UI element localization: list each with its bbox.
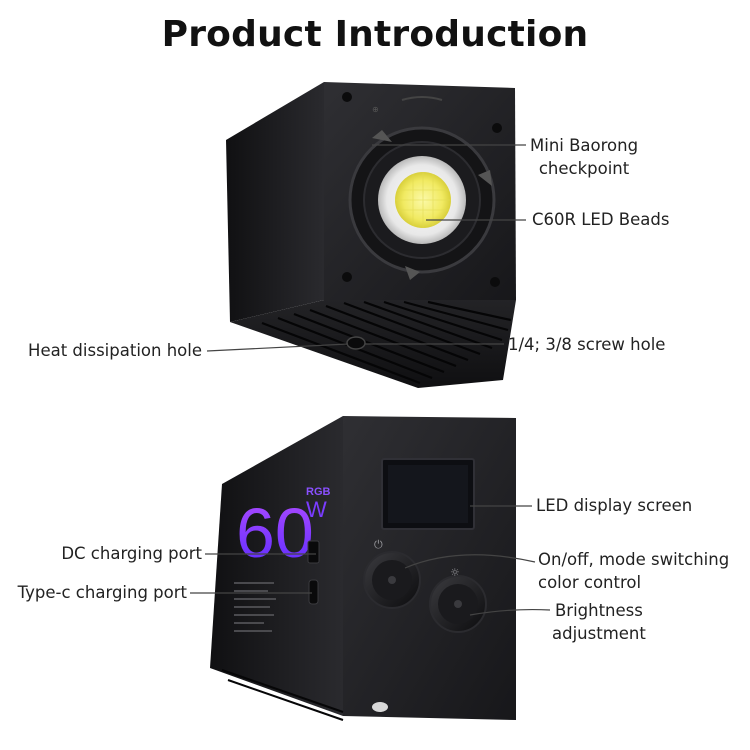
brightness-knob[interactable] xyxy=(429,575,487,633)
heat-dissipation-vents xyxy=(261,300,512,385)
sun-icon: ☼ xyxy=(450,566,460,579)
typec-charging-port[interactable] xyxy=(308,579,319,605)
dc-charging-port[interactable] xyxy=(307,540,320,564)
callout-led-beads: C60R LED Beads xyxy=(532,210,670,229)
top-light-unit: ⊕ xyxy=(226,82,516,388)
callout-typec-port: Type-c charging port xyxy=(17,583,187,602)
callout-mini-baorong-checkpoint: Mini Baorong checkpoint xyxy=(530,134,638,180)
screw-hole xyxy=(346,336,366,350)
svg-text:⊕: ⊕ xyxy=(372,105,379,114)
callout-onoff-mode: On/off, mode switching color control xyxy=(538,548,729,594)
mount-tab xyxy=(478,170,492,186)
callout-mount-line-1: Mini Baorong xyxy=(530,136,639,155)
rgb-badge: RGB xyxy=(306,486,331,498)
page-title: Product Introduction xyxy=(161,14,589,55)
mount-tab xyxy=(405,266,420,280)
top-callout-lines xyxy=(206,144,526,352)
onoff-mode-knob[interactable] xyxy=(363,551,421,609)
callout-led-display: LED display screen xyxy=(536,496,693,515)
callout-brightness: Brightness adjustment xyxy=(552,599,646,645)
screw-icon xyxy=(342,272,352,282)
screw-icon xyxy=(490,277,500,287)
callout-mount-line-2: checkpoint xyxy=(538,159,630,178)
callout-brightness-line-1: Brightness xyxy=(554,601,643,620)
wattage-badge: 60 xyxy=(236,494,314,572)
bottom-light-unit: 60 RGB W ⏻ ☼ xyxy=(210,416,516,721)
power-icon: ⏻ xyxy=(374,538,383,551)
top-left-face xyxy=(226,82,324,322)
callout-onoff-line-2: color control xyxy=(538,573,642,592)
bottom-callout-lines xyxy=(190,505,551,616)
spec-label-lines xyxy=(234,582,276,632)
callout-brightness-line-2: adjustment xyxy=(552,624,646,643)
callout-onoff-line-1: On/off, mode switching xyxy=(538,550,730,569)
bottom-screw-hole xyxy=(372,702,388,712)
bottom-vents xyxy=(221,669,344,721)
watt-unit: W xyxy=(306,497,327,522)
bottom-left-face xyxy=(210,416,343,716)
callout-dc-port: DC charging port xyxy=(61,544,202,563)
screw-icon xyxy=(492,123,502,133)
mount-tab xyxy=(372,130,392,142)
callout-heat-dissipation: Heat dissipation hole xyxy=(28,341,202,360)
screw-icon xyxy=(342,92,352,102)
callout-screw-hole: 1/4; 3/8 screw hole xyxy=(508,335,666,354)
